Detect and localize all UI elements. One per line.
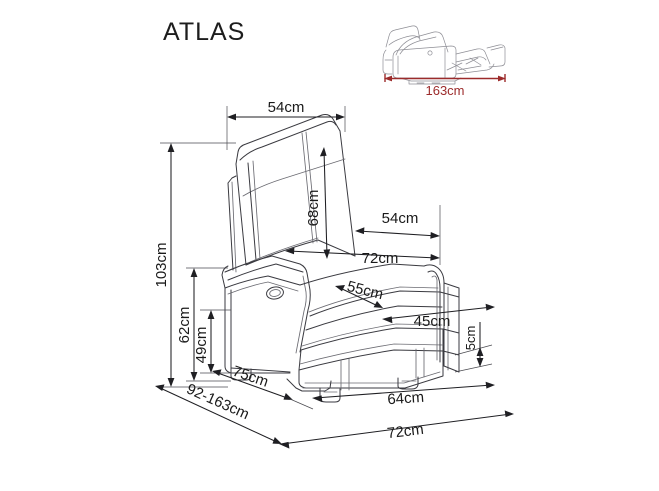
dimension-label-103cm: 103cm <box>153 242 170 287</box>
dimension-label-64cm: 64cm <box>387 389 425 409</box>
dimension-total-height: 103cm <box>153 142 236 388</box>
dimension-label-62cm: 62cm <box>176 307 193 344</box>
dimension-armrest-height: 62cm <box>176 267 231 382</box>
dimension-label-49cm: 49cm <box>193 327 210 364</box>
dimension-label-72cm-inner: 72cm <box>362 250 399 267</box>
dimension-base-clearance: 5cm <box>454 322 493 373</box>
dimension-label-54cm-right: 54cm <box>382 210 419 227</box>
inset-dimension-label: 163cm <box>425 83 464 98</box>
recliner-illustration <box>221 114 460 403</box>
dimension-label-68cm: 68cm <box>305 190 322 227</box>
dimension-label-54cm-top: 54cm <box>268 99 305 116</box>
dimension-seat-width-upper: 54cm <box>355 205 441 265</box>
dimension-backrest-width: 54cm <box>226 99 346 150</box>
dimension-overall-width-inner: 72cm <box>285 247 440 267</box>
dimension-seat-width: 45cm <box>382 303 495 330</box>
dimension-base-depth: 64cm <box>312 381 495 409</box>
dimension-label-45cm: 45cm <box>414 313 451 330</box>
inset-dimension-163cm: 163cm <box>384 74 506 98</box>
dimension-backrest-height: 68cm <box>305 147 331 259</box>
dimension-label-5cm: 5cm <box>463 326 478 351</box>
page-title: ATLAS <box>163 18 245 46</box>
dimension-overall-width-bottom: 72cm <box>279 410 514 449</box>
dimension-seat-height: 49cm <box>193 309 232 374</box>
inset-reclined-view <box>382 25 506 85</box>
dimension-label-72cm-bottom: 72cm <box>386 421 424 442</box>
